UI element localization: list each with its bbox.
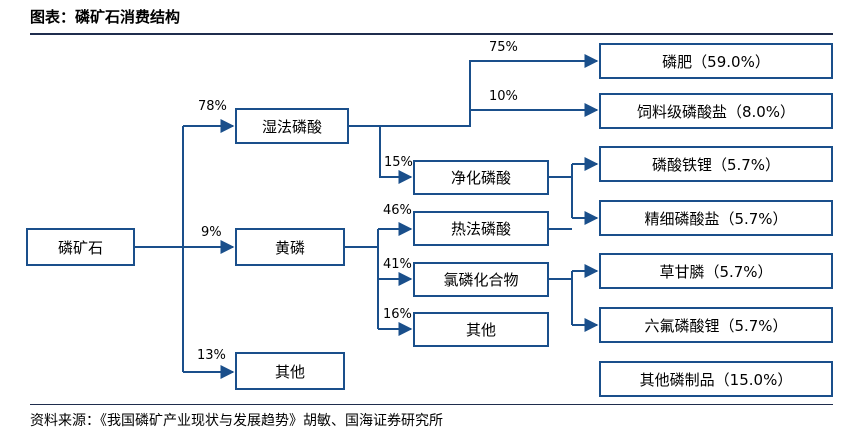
pct-to-yellow-phosphorus: 9% [201, 225, 222, 240]
footer-divider [30, 404, 833, 405]
node-chloro-compounds: 氯磷化合物 [413, 262, 549, 297]
node-other-products: 其他磷制品（15.0%） [599, 361, 833, 397]
node-glyphosate: 草甘膦（5.7%） [599, 253, 833, 289]
edge-to-fertilizer [380, 54, 599, 127]
node-other-top: 其他 [235, 352, 345, 390]
pct-to-wet-process: 78% [198, 99, 227, 114]
node-fertilizer: 磷肥（59.0%） [599, 43, 833, 79]
edge-acid-join [549, 176, 572, 230]
node-lipf6: 六氟磷酸锂（5.7%） [599, 307, 833, 343]
edge-to-purified [379, 126, 413, 184]
pct-to-purified: 15% [384, 155, 413, 170]
pct-to-thermal: 46% [383, 203, 412, 218]
node-feed-phosphate: 饲料级磷酸盐（8.0%） [599, 93, 833, 129]
node-yellow-phosphorus: 黄磷 [235, 228, 345, 266]
node-other-mid: 其他 [413, 312, 549, 347]
pct-to-fertilizer: 75% [489, 40, 518, 55]
page-title: 图表：磷矿石消费结构 [30, 8, 181, 26]
source-note: 资料来源：《我国磷矿产业现状与发展趋势》胡敏、国海证券研究所 [30, 413, 443, 429]
node-wet-process-acid: 湿法磷酸 [235, 108, 349, 144]
edge-chloro-trunk [549, 271, 573, 280]
node-lfp: 磷酸铁锂（5.7%） [599, 146, 833, 182]
pct-to-feed: 10% [489, 89, 518, 104]
node-thermal-acid: 热法磷酸 [413, 211, 549, 246]
node-purified-acid: 净化磷酸 [413, 160, 549, 195]
node-phosphate-rock: 磷矿石 [26, 228, 135, 266]
node-fine-phosphate: 精细磷酸盐（5.7%） [599, 200, 833, 236]
pct-to-other-mid: 16% [383, 307, 412, 322]
pct-to-chloro: 41% [383, 257, 412, 272]
pct-to-other-top: 13% [197, 348, 226, 363]
title-divider [30, 33, 833, 35]
